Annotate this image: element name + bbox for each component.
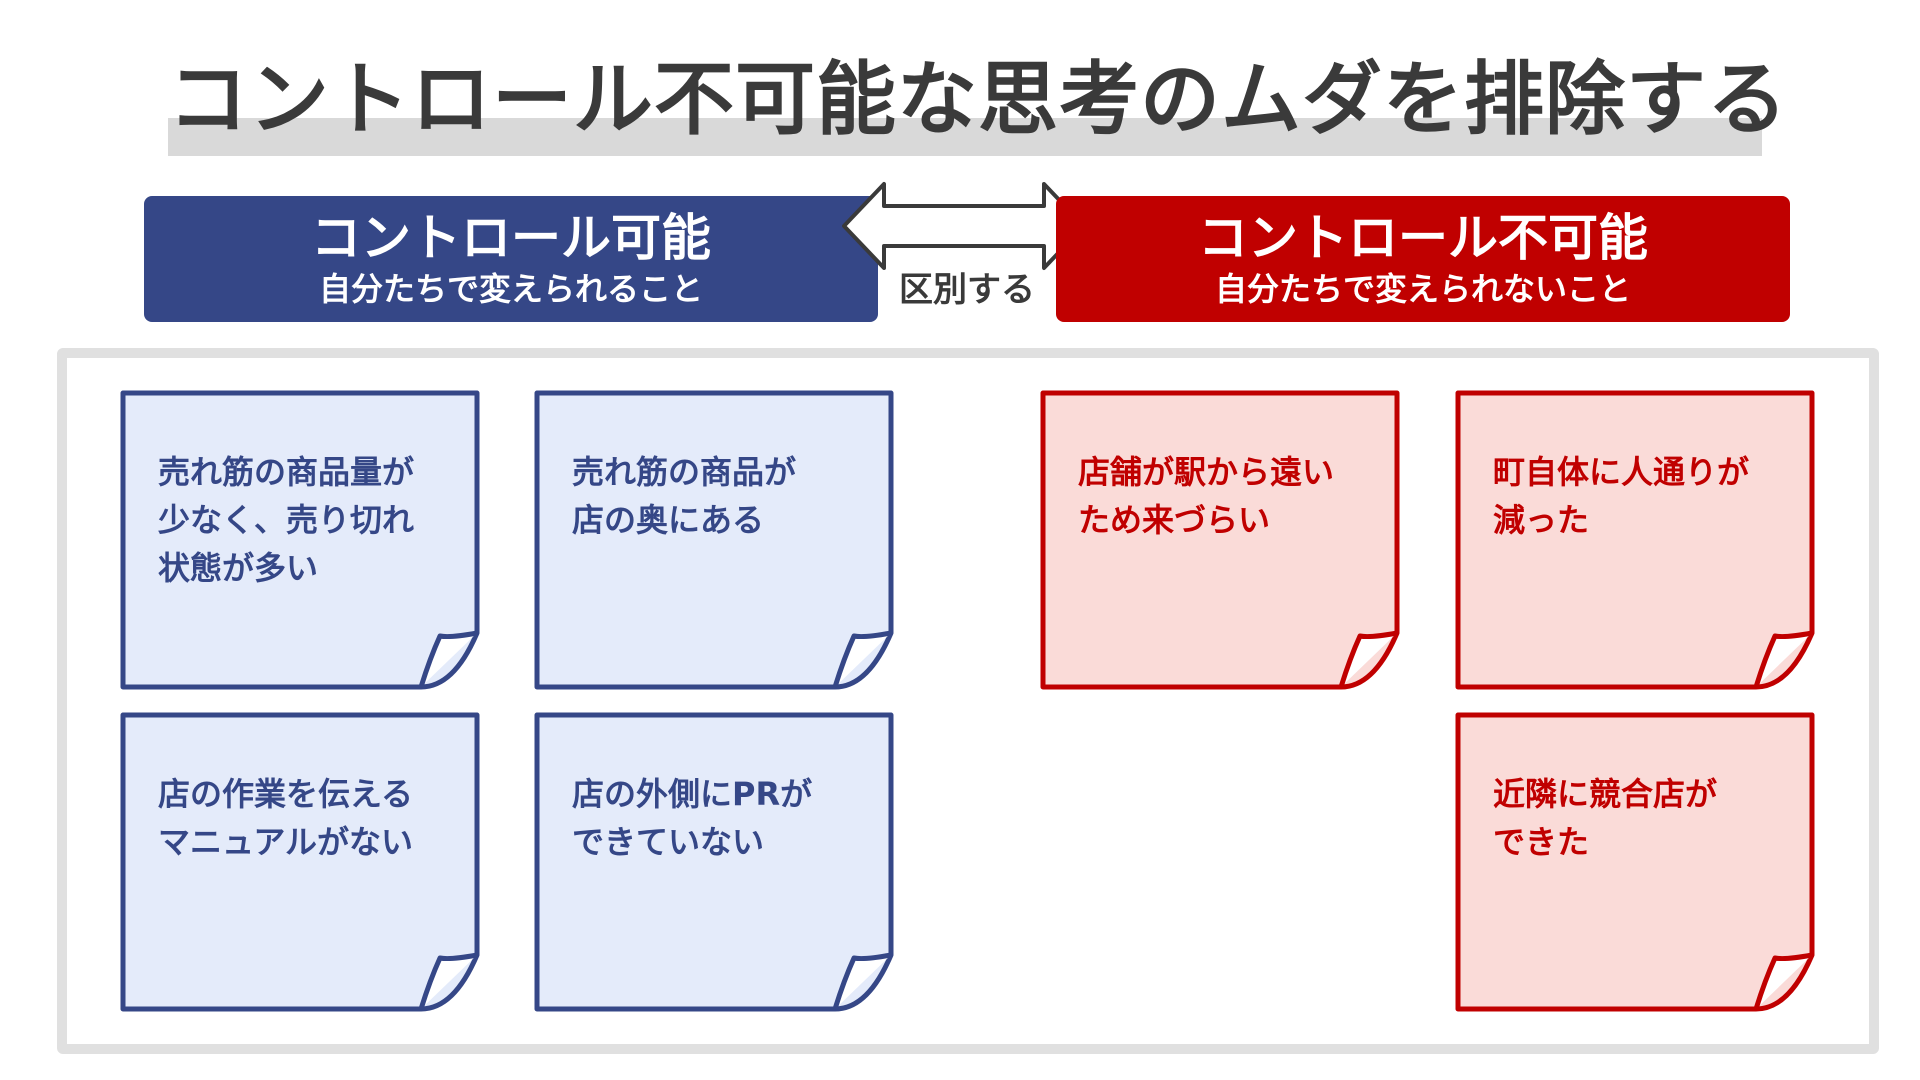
sticky-note-uncontrollable: 町自体に人通りが 減った — [1455, 390, 1815, 690]
distinguish-label: 区別する — [899, 270, 1035, 310]
sticky-note-uncontrollable: 近隣に競合店が できた — [1455, 712, 1815, 1012]
sticky-note-text: 売れ筋の商品量が 少なく、売り切れ 状態が多い — [158, 453, 415, 587]
title-underline — [168, 118, 1762, 156]
controllable-header-title: コントロール可能 — [311, 209, 711, 267]
page-title: コントロール不可能な思考のムダを排除する — [168, 53, 1788, 146]
sticky-note-controllable: 店の作業を伝える マニュアルがない — [120, 712, 480, 1012]
controllable-header-subtitle: 自分たちで変えられること — [318, 270, 703, 308]
sticky-note-controllable: 売れ筋の商品が 店の奥にある — [534, 390, 894, 690]
sticky-note-text: 近隣に競合店が できた — [1493, 775, 1718, 861]
sticky-note-text: 売れ筋の商品が 店の奥にある — [572, 453, 797, 539]
sticky-note-shape — [534, 712, 894, 1012]
sticky-note-shape — [120, 712, 480, 1012]
controllable-header: コントロール可能 自分たちで変えられること — [144, 196, 878, 322]
sticky-note-text: 店舗が駅から遠い ため来づらい — [1078, 453, 1335, 539]
uncontrollable-header-subtitle: 自分たちで変えられないこと — [1214, 270, 1631, 308]
sticky-note-controllable: 店の外側にPRが できていない — [534, 712, 894, 1012]
sticky-note-shape — [534, 390, 894, 690]
sticky-note-controllable: 売れ筋の商品量が 少なく、売り切れ 状態が多い — [120, 390, 480, 690]
sticky-note-shape — [1455, 390, 1815, 690]
sticky-note-shape — [120, 390, 480, 690]
title-area: コントロール不可能な思考のムダを排除する — [168, 52, 1788, 156]
sticky-note-text: 町自体に人通りが 減った — [1493, 453, 1750, 539]
sticky-note-shape — [1455, 712, 1815, 1012]
sticky-note-text: 店の外側にPRが できていない — [572, 775, 813, 861]
sticky-note-shape — [1040, 390, 1400, 690]
sticky-note-uncontrollable: 店舗が駅から遠い ため来づらい — [1040, 390, 1400, 690]
double-arrow-icon — [842, 180, 1086, 272]
sticky-note-text: 店の作業を伝える マニュアルがない — [158, 775, 414, 861]
uncontrollable-header: コントロール不可能 自分たちで変えられないこと — [1056, 196, 1790, 322]
uncontrollable-header-title: コントロール不可能 — [1198, 209, 1648, 267]
